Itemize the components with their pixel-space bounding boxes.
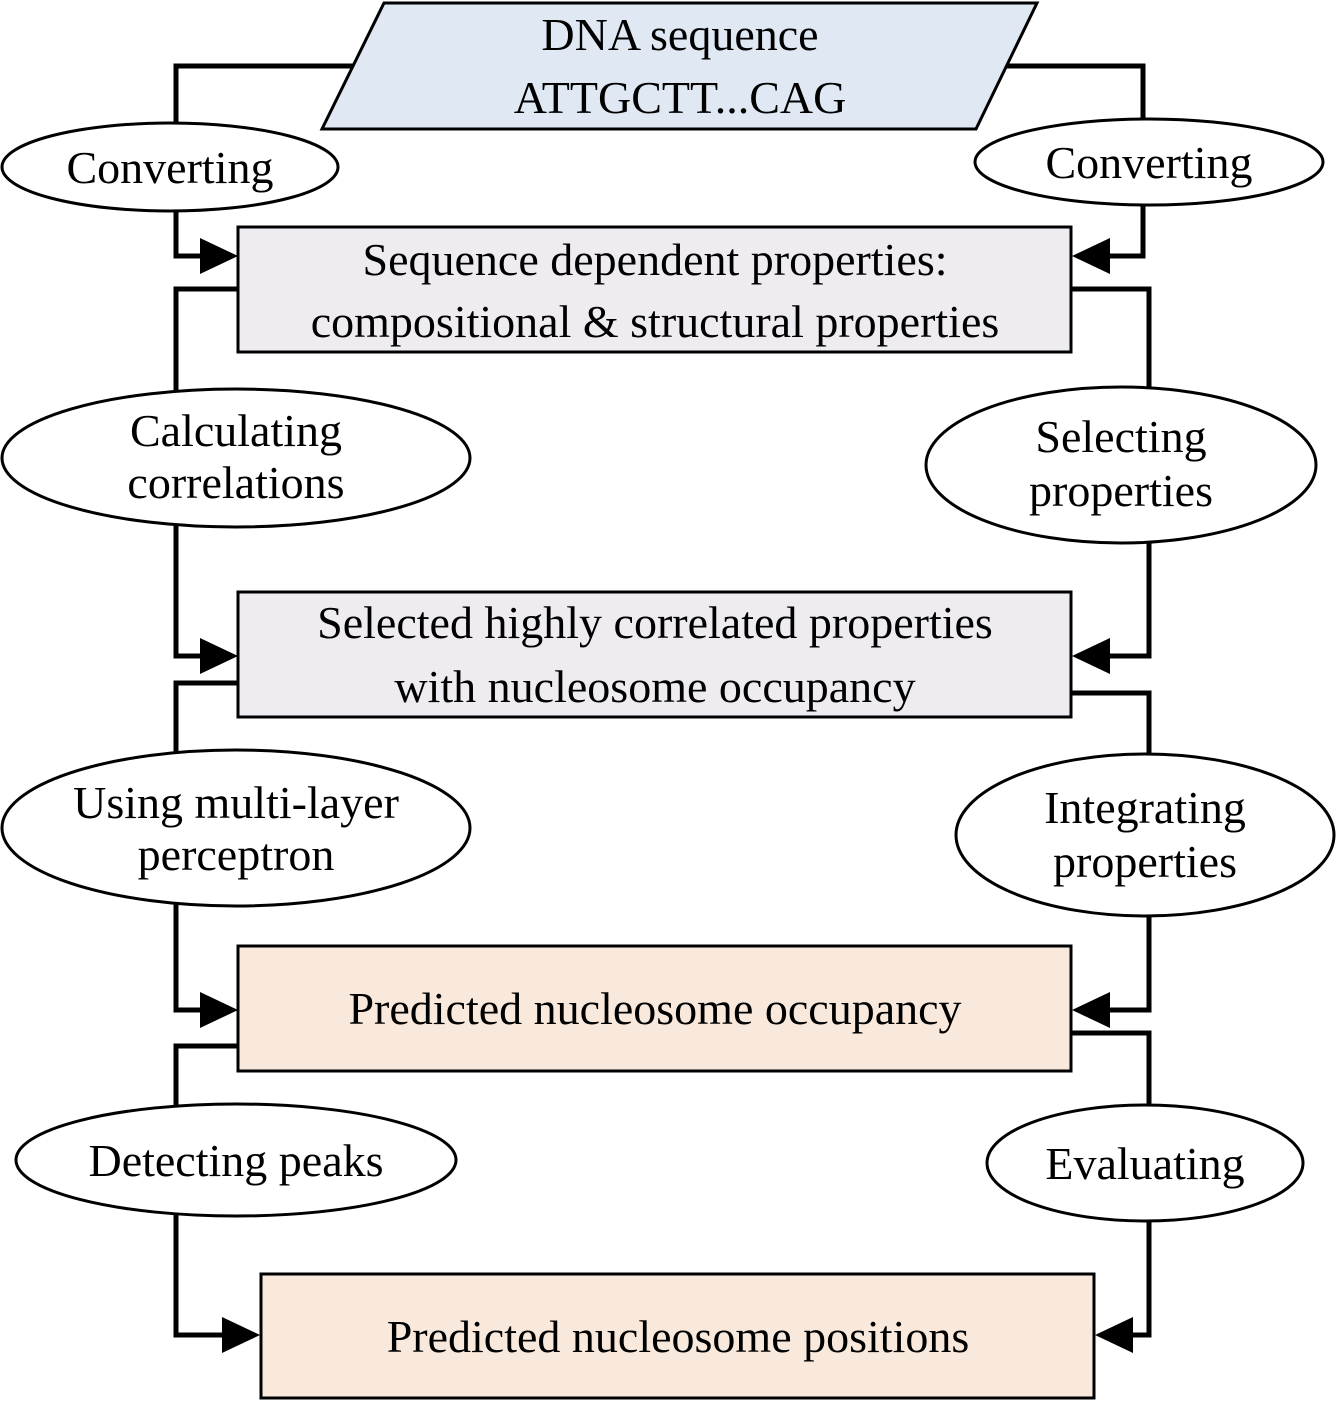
input-line-1: DNA sequence [541, 9, 818, 60]
predicted-occupancy-label: Predicted nucleosome occupancy [348, 983, 961, 1034]
sequence-properties-line-1: Sequence dependent properties: [363, 234, 948, 285]
arrowhead-right-4 [1095, 1317, 1133, 1353]
right-converting-label: Converting [1046, 137, 1253, 188]
left-calculating-line-1: Calculating [130, 405, 342, 456]
predicted-positions-rect [259, 1272, 1096, 1400]
arrowhead-left-1 [200, 238, 238, 274]
arrowhead-left-3 [200, 992, 238, 1028]
left-mlp-ellipse [0, 748, 472, 908]
right-integrating-ellipse [954, 752, 1336, 918]
right-evaluating-ellipse [985, 1103, 1305, 1223]
right-step-integrating-properties: Integrating properties [954, 752, 1336, 918]
left-step-multilayer-perceptron: Using multi-layer perceptron [0, 748, 472, 908]
left-calculating-ellipse [0, 387, 472, 529]
selected-properties-line-2: with nucleosome occupancy [394, 661, 915, 712]
left-step-detecting-peaks: Detecting peaks [14, 1102, 458, 1218]
left-mlp-line-2: perceptron [138, 829, 335, 880]
right-step-evaluating: Evaluating [985, 1103, 1305, 1223]
predicted-positions-label: Predicted nucleosome positions [387, 1311, 970, 1362]
right-selecting-line-2: properties [1029, 465, 1213, 516]
left-calculating-line-2: correlations [127, 457, 344, 508]
left-converting-label: Converting [67, 142, 274, 193]
left-step-calculating-correlations: Calculating correlations [0, 387, 472, 529]
input-parallelogram [319, 1, 1040, 131]
predicted-occupancy-rect [236, 944, 1073, 1073]
sequence-properties-line-2: compositional & structural properties [311, 296, 1000, 347]
arrowhead-left-2 [200, 638, 238, 674]
predicted-occupancy-box: Predicted nucleosome occupancy [236, 944, 1073, 1073]
arrowheads [200, 238, 1133, 1353]
left-step-converting: Converting [0, 121, 340, 213]
right-evaluating-label: Evaluating [1045, 1138, 1244, 1189]
right-selecting-line-1: Selecting [1035, 411, 1206, 462]
sequence-properties-box: Sequence dependent properties: compositi… [236, 225, 1073, 354]
right-integrating-line-1: Integrating [1044, 782, 1246, 833]
right-converting-ellipse [973, 117, 1325, 207]
right-selecting-ellipse [924, 385, 1318, 545]
arrowhead-right-2 [1072, 638, 1110, 674]
input-line-2: ATTGCTT...CAG [514, 72, 847, 123]
dna-sequence-input: DNA sequence ATTGCTT...CAG [319, 1, 1040, 131]
right-integrating-line-2: properties [1053, 836, 1237, 887]
predicted-positions-box: Predicted nucleosome positions [259, 1272, 1096, 1400]
left-detecting-ellipse [14, 1102, 458, 1218]
right-step-converting: Converting [973, 117, 1325, 207]
right-step-selecting-properties: Selecting properties [924, 385, 1318, 545]
selected-properties-box: Selected highly correlated properties wi… [236, 590, 1073, 719]
sequence-properties-rect [236, 225, 1073, 354]
selected-properties-rect [236, 590, 1073, 719]
left-converting-ellipse [0, 121, 340, 213]
arrowhead-right-3 [1072, 992, 1110, 1028]
left-detecting-label: Detecting peaks [88, 1135, 383, 1186]
arrowhead-left-4 [222, 1317, 260, 1353]
left-mlp-line-1: Using multi-layer [73, 777, 399, 828]
selected-properties-line-1: Selected highly correlated properties [317, 597, 993, 648]
arrowhead-right-1 [1072, 238, 1110, 274]
